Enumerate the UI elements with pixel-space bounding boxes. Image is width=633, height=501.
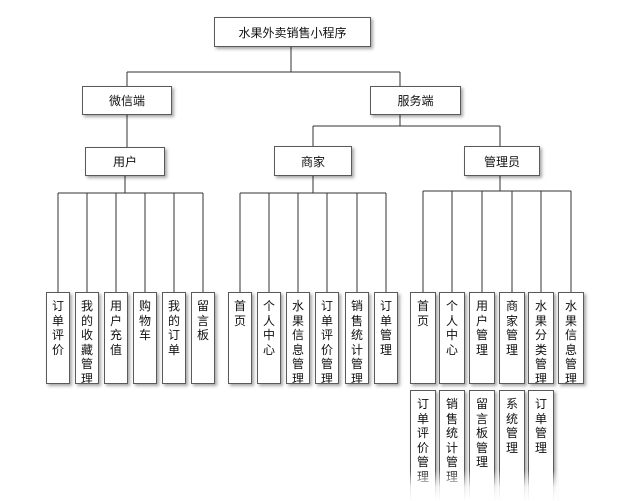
user-item-label: 我的收藏管理	[80, 299, 93, 384]
user-item-box: 我的收藏管理	[75, 292, 99, 384]
user-box: 用户	[85, 147, 165, 176]
admin-item-box: 首页	[410, 292, 436, 384]
user-label: 用户	[112, 155, 137, 169]
merchant-item-label: 订单管理	[379, 299, 392, 357]
admin-item-box: 用户管理	[469, 292, 495, 384]
merchant-item-box: 水果信息管理	[286, 292, 310, 384]
admin-item-box-row2: 留言板管理	[469, 390, 495, 501]
merchant-item-box: 首页	[228, 292, 252, 384]
user-item-label: 订单评价	[51, 299, 64, 357]
user-item-label: 留言板	[196, 299, 209, 342]
admin-item-label: 销售统计管理	[445, 397, 458, 484]
user-item-box: 购物车	[133, 292, 157, 384]
admin-item-label: 首页	[416, 299, 429, 328]
admin-item-box: 商家管理	[499, 292, 525, 384]
wechat-box: 微信端	[82, 86, 172, 115]
admin-item-box: 水果分类管理	[528, 292, 554, 384]
admin-item-label: 水果信息管理	[564, 299, 577, 384]
admin-item-label: 商家管理	[505, 299, 518, 357]
user-item-box: 留言板	[191, 292, 215, 384]
merchant-item-label: 个人中心	[262, 299, 275, 357]
admin-item-box-row2: 销售统计管理	[439, 390, 465, 501]
root-box: 水果外卖销售小程序	[214, 17, 371, 47]
merchant-box: 商家	[274, 146, 352, 176]
admin-box: 管理员	[464, 146, 540, 176]
merchant-item-box: 订单管理	[374, 292, 398, 384]
user-item-label: 我的订单	[167, 299, 180, 357]
server-box: 服务端	[370, 86, 461, 115]
admin-label: 管理员	[483, 154, 520, 169]
wechat-label: 微信端	[108, 94, 145, 108]
merchant-label: 商家	[300, 154, 325, 169]
merchant-item-box: 订单评价管理	[315, 292, 339, 384]
admin-item-label: 用户管理	[475, 299, 488, 357]
admin-item-label: 留言板管理	[475, 397, 488, 469]
merchant-item-box: 销售统计管理	[345, 292, 369, 384]
admin-item-label: 订单评价管理	[416, 397, 429, 484]
user-item-box: 订单评价	[46, 292, 70, 384]
user-item-box: 用户充值	[104, 292, 128, 384]
user-item-label: 购物车	[138, 299, 151, 342]
admin-item-box-row2: 订单管理	[528, 390, 554, 501]
merchant-item-box: 个人中心	[257, 292, 281, 384]
admin-item-box: 水果信息管理	[558, 292, 584, 384]
user-item-box: 我的订单	[162, 292, 186, 384]
admin-item-label: 水果分类管理	[534, 299, 547, 384]
merchant-item-label: 首页	[233, 299, 246, 328]
admin-item-box: 个人中心	[439, 292, 465, 384]
merchant-item-label: 水果信息管理	[291, 299, 304, 384]
merchant-item-label: 订单评价管理	[320, 299, 333, 384]
admin-item-box-row2: 订单评价管理	[410, 390, 436, 501]
admin-item-label: 个人中心	[445, 299, 458, 357]
root-label: 水果外卖销售小程序	[238, 25, 347, 40]
admin-item-label: 订单管理	[534, 397, 547, 455]
admin-item-box-row2: 系统管理	[499, 390, 525, 501]
user-item-label: 用户充值	[109, 299, 122, 357]
merchant-item-label: 销售统计管理	[350, 299, 363, 384]
admin-item-label: 系统管理	[505, 397, 518, 455]
server-label: 服务端	[397, 94, 434, 108]
